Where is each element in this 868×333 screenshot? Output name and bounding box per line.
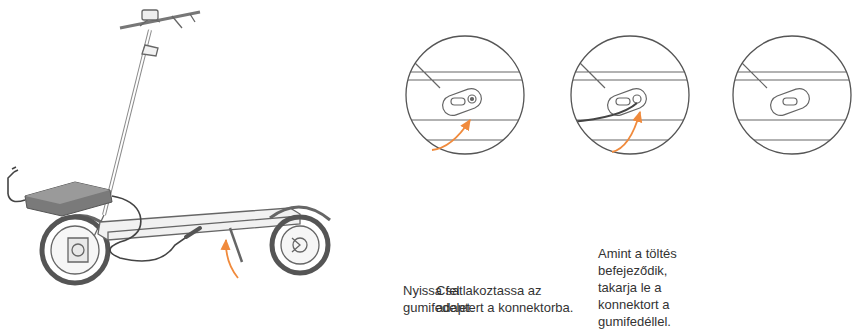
detail-circle xyxy=(400,36,530,154)
caption-label: Csatlakoztassa az adaptert a konnektorba… xyxy=(436,282,592,316)
charger-adapter xyxy=(8,167,200,261)
caption-label: Amint a töltés befejeződik, takarja le a… xyxy=(598,245,702,330)
pointer-arrow xyxy=(226,240,238,278)
scooter xyxy=(42,10,330,283)
detail-circle xyxy=(565,36,695,154)
detail-circle xyxy=(727,36,857,154)
